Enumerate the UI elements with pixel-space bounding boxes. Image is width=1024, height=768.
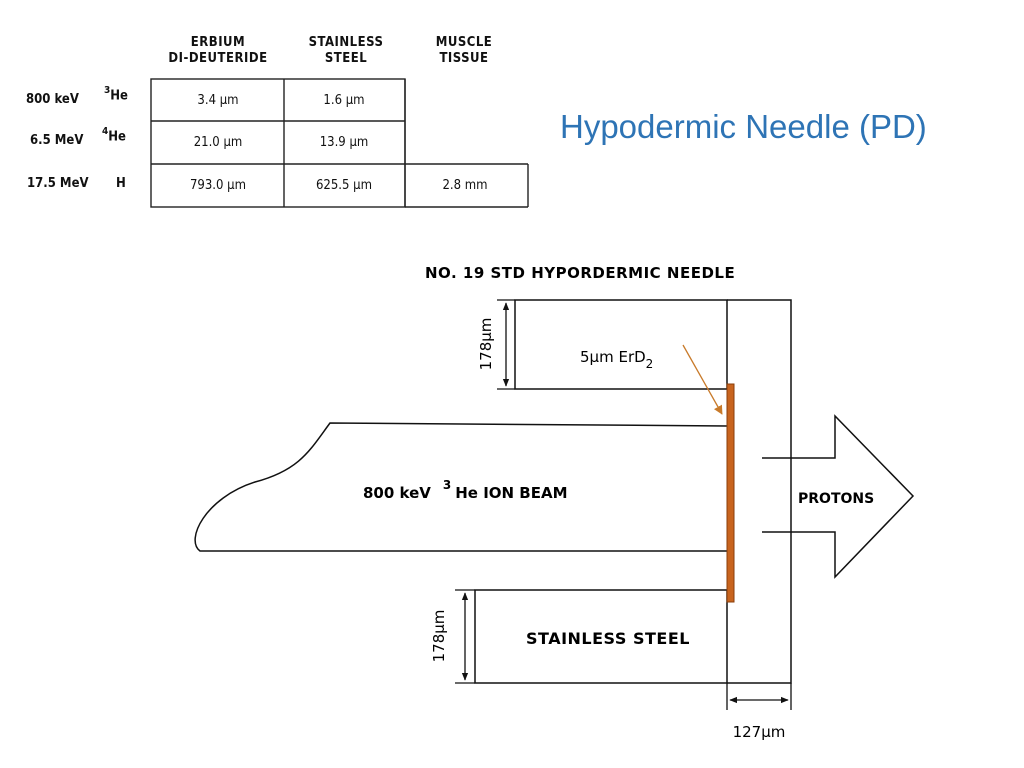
- bottom-steel-wall: [474, 589, 728, 684]
- ion-beam-shape: [194, 422, 728, 552]
- table-cell: 793.0 μm: [189, 178, 247, 193]
- row-label-particle: H: [116, 176, 126, 191]
- erd2-label: 5μm ErD2: [580, 348, 653, 371]
- row-label-energy: 17.5 MeV: [27, 176, 89, 191]
- row-label-particle: 3He: [104, 85, 128, 104]
- table-cell: 13.9 μm: [319, 135, 369, 150]
- table-cell: 2.8 mm: [442, 178, 488, 193]
- dimension-width-label: 127μm: [733, 723, 786, 741]
- needle-tip: [727, 299, 792, 684]
- table-cell: 1.6 μm: [323, 93, 365, 108]
- protons-label: PROTONS: [798, 491, 874, 507]
- steel-label: STAINLESS STEEL: [526, 629, 690, 648]
- protons-arrow: [762, 414, 915, 579]
- row-label-particle: 4He: [102, 126, 126, 145]
- dimension-bottom-label: 178μm: [430, 610, 448, 663]
- erd2-layer: [726, 383, 735, 603]
- row-label-energy: 6.5 MeV: [30, 133, 84, 148]
- dimension-top-label: 178μm: [477, 318, 495, 371]
- table-grid: [150, 78, 529, 208]
- row-label-energy: 800 keV: [26, 92, 79, 107]
- table-cell: 21.0 μm: [193, 135, 243, 150]
- pointer-arrow: [682, 344, 723, 415]
- top-steel-wall: [514, 299, 728, 390]
- diagram-caption: NO. 19 STD HYPORDERMIC NEEDLE: [425, 264, 735, 282]
- table-cell: 625.5 μm: [315, 178, 373, 193]
- slide-title: Hypodermic Needle (PD): [560, 108, 927, 145]
- table-cell: 3.4 μm: [197, 93, 239, 108]
